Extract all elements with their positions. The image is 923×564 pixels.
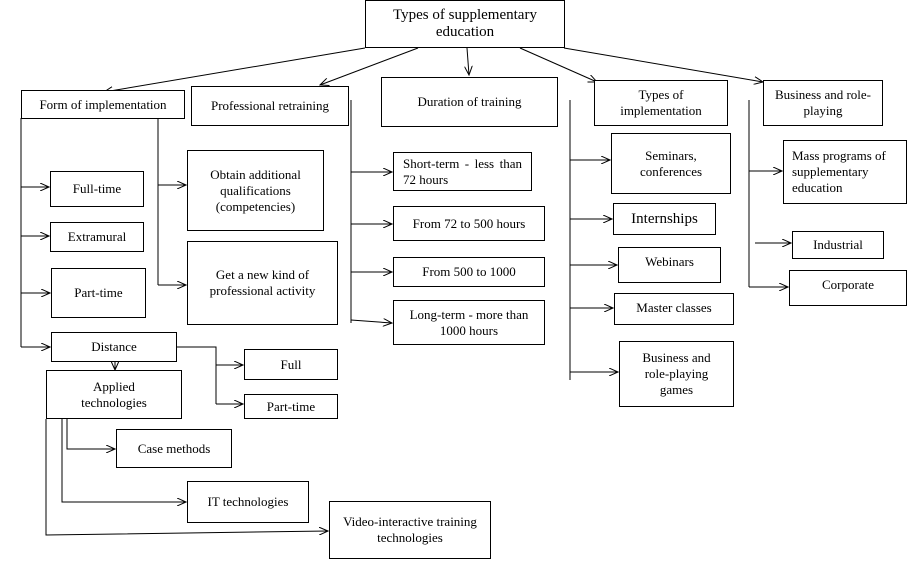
arrow-root-form [104, 47, 366, 92]
distance-part-time-label: Part-time [266, 398, 316, 414]
duration-72-500-label: From 72 to 500 hours [412, 215, 526, 231]
types-seminars-label: Seminars, conferences [639, 147, 703, 179]
types-webinars-label: Webinars [645, 254, 694, 269]
types-master-label: Master classes [636, 300, 712, 315]
duration-500-1000-label: From 500 to 1000 [422, 264, 516, 279]
category-form: Form of implementation [21, 90, 185, 119]
case-methods-label: Case methods [137, 440, 211, 456]
case-methods: Case methods [116, 429, 232, 468]
form-part-time-label: Part-time [74, 285, 123, 300]
category-retraining-label: Professional retraining [210, 98, 330, 113]
arrow-root-retraining [320, 47, 419, 85]
it-technologies: IT technologies [187, 481, 309, 523]
form-extramural-label: Extramural [67, 229, 127, 244]
business-industrial: Industrial [792, 231, 884, 259]
business-corporate-label: Corporate [822, 277, 874, 292]
category-types-label: Types of implementation [620, 87, 702, 118]
category-duration: Duration of training [381, 77, 558, 127]
distance-full: Full [244, 349, 338, 380]
duration-500-1000: From 500 to 1000 [393, 257, 545, 287]
arrow-root-business [563, 47, 763, 82]
applied-technologies-label: Applied technologies [81, 378, 147, 410]
form-part-time: Part-time [51, 268, 146, 318]
form-distance: Distance [51, 332, 177, 362]
types-internships: Internships [613, 203, 716, 235]
retraining-obtain-label: Obtain additional qualifications (compet… [210, 166, 301, 214]
root-box: Types of supplementary education [365, 0, 565, 48]
applied-technologies: Applied technologies [46, 370, 182, 419]
types-seminars: Seminars, conferences [611, 133, 731, 194]
category-types: Types of implementation [594, 80, 728, 126]
duration-short: Short-term - less than 72 hours [393, 152, 532, 191]
video-interactive: Video-interactive training technologies [329, 501, 491, 559]
retraining-obtain: Obtain additional qualifications (compet… [187, 150, 324, 231]
duration-long-label: Long-term - more than 1000 hours [409, 306, 529, 338]
category-retraining: Professional retraining [191, 86, 349, 126]
form-full-time-label: Full-time [72, 181, 122, 196]
types-webinars: Webinars [618, 247, 721, 283]
arrow-case [66, 419, 115, 449]
retraining-new-kind-label: Get a new kind of professional activity [209, 267, 316, 298]
duration-72-500: From 72 to 500 hours [393, 206, 545, 241]
types-internships-label: Internships [631, 211, 698, 227]
business-industrial-label: Industrial [813, 237, 863, 252]
types-games: Business and role-playing games [619, 341, 734, 407]
it-technologies-label: IT technologies [207, 494, 289, 509]
types-master: Master classes [614, 293, 734, 325]
duration-long: Long-term - more than 1000 hours [393, 300, 545, 345]
root-label: Types of supplementary education [393, 7, 537, 40]
video-interactive-label: Video-interactive training technologies [343, 514, 477, 545]
types-games-label: Business and role-playing games [642, 350, 711, 397]
category-form-label: Form of implementation [39, 96, 167, 112]
distance-branch [176, 346, 217, 404]
duration-short-label: Short-term - less than 72 hours [403, 155, 522, 187]
category-business-label: Business and role-playing [774, 87, 872, 118]
distance-full-label: Full [280, 356, 302, 372]
arrow-root-types [519, 47, 597, 82]
form-distance-label: Distance [91, 339, 137, 354]
category-business: Business and role-playing [763, 80, 883, 126]
business-mass: Mass programs of supplementary education [783, 140, 907, 204]
category-duration-label: Duration of training [417, 94, 522, 109]
arrow-root-duration [467, 47, 469, 75]
business-mass-label: Mass programs of supplementary education [792, 148, 886, 195]
business-corporate: Corporate [789, 270, 907, 306]
form-full-time: Full-time [50, 171, 144, 207]
distance-part-time: Part-time [244, 394, 338, 419]
arrow-video [45, 419, 328, 536]
arrow-it [61, 419, 186, 502]
arrow-long [350, 320, 392, 323]
form-extramural: Extramural [50, 222, 144, 252]
retraining-new-kind: Get a new kind of professional activity [187, 241, 338, 325]
